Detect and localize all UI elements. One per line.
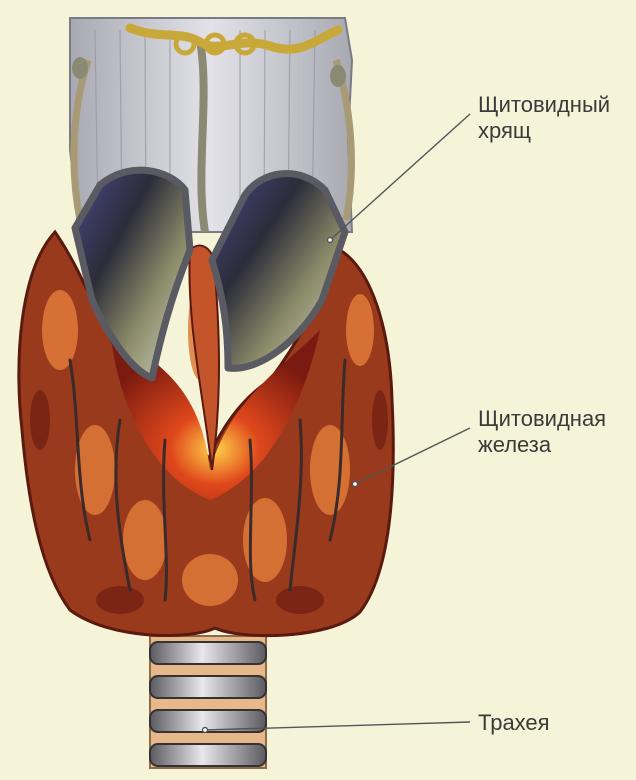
thyroid-gland-label: Щитовидная железа xyxy=(478,406,606,458)
thyroid-gland-label-line2: железа xyxy=(478,432,606,458)
thyroid-gland-label-line1: Щитовидная xyxy=(478,406,606,432)
thyroid-cartilage-label-line1: Щитовидный xyxy=(478,92,610,118)
trachea-label: Трахея xyxy=(478,710,550,736)
leader-dot-gland xyxy=(353,482,358,487)
thyroid-cartilage-label-line2: хрящ xyxy=(478,118,610,144)
leader-dot-cartilage xyxy=(328,238,333,243)
leader-dot-trachea xyxy=(203,728,208,733)
thyroid-cartilage-label: Щитовидный хрящ xyxy=(478,92,610,144)
thyroid-gland xyxy=(19,232,393,636)
trachea xyxy=(150,636,266,768)
